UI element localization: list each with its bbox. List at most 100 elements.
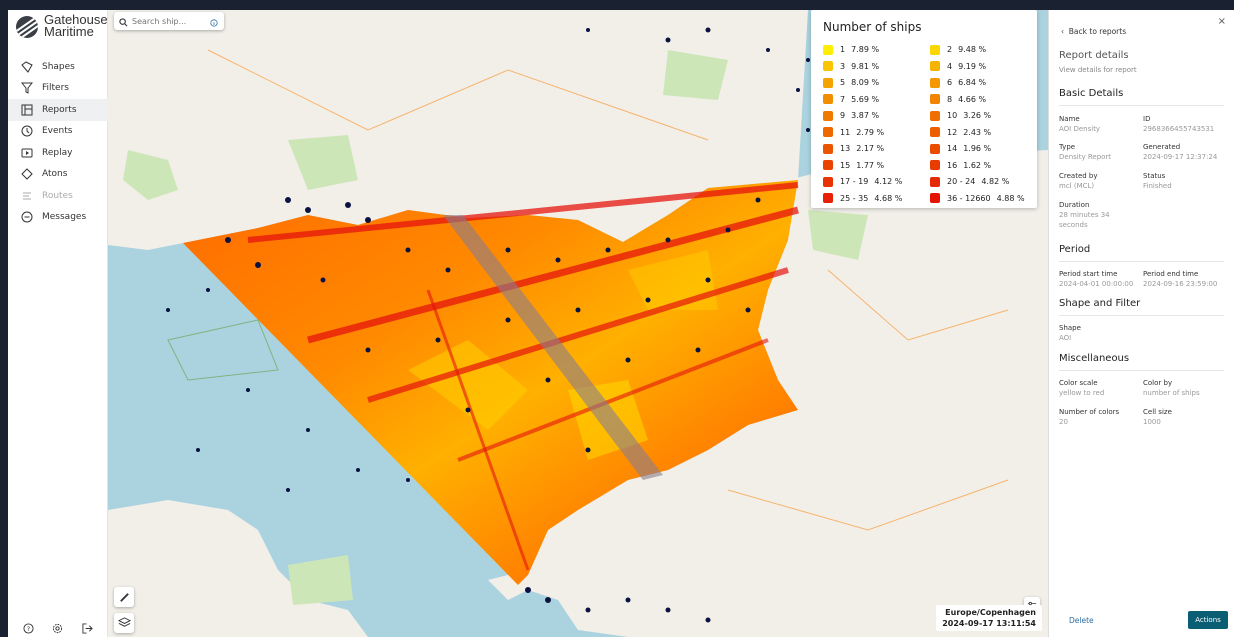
legend-range-label: 4 <box>947 61 953 71</box>
sidebar-item-label: Messages <box>42 212 87 223</box>
legend-swatch <box>930 160 940 171</box>
logout-icon[interactable] <box>80 621 94 635</box>
layers-icon <box>117 614 131 633</box>
legend-percent: 4.12 % <box>874 177 903 187</box>
legend-entry: 4 9.19 % <box>930 59 1037 75</box>
legend-range-label: 3 <box>840 61 846 71</box>
brand-line2: Maritime <box>44 24 94 39</box>
legend-swatch <box>823 61 833 72</box>
legend-percent: 4.82 % <box>981 177 1010 187</box>
back-label: Back to reports <box>1068 27 1127 36</box>
legend-range-label: 11 <box>840 127 851 137</box>
sidebar-item-filters[interactable]: Filters <box>8 78 108 100</box>
legend-swatch <box>930 193 940 204</box>
legend-entry: 17 - 19 4.12 % <box>823 174 930 190</box>
layers-button[interactable] <box>114 613 134 633</box>
legend-swatch <box>823 94 833 105</box>
sidebar-item-events[interactable]: Events <box>8 121 108 143</box>
sidebar-item-messages[interactable]: Messages <box>8 207 108 229</box>
sidebar-item-shapes[interactable]: Shapes <box>8 56 108 78</box>
actions-button[interactable]: Actions <box>1188 611 1228 629</box>
events-icon <box>20 124 34 138</box>
panel-title: Report details <box>1059 50 1129 61</box>
divider <box>1059 370 1224 371</box>
legend-swatch <box>823 160 833 171</box>
back-to-reports-link[interactable]: ‹ Back to reports <box>1061 27 1126 36</box>
chevron-left-icon: ‹ <box>1061 27 1064 36</box>
settings-icon[interactable] <box>51 621 65 635</box>
legend-entry: 10 3.26 % <box>930 108 1037 124</box>
legend-title: Number of ships <box>823 20 922 34</box>
legend-swatch <box>823 127 833 138</box>
legend-percent: 9.48 % <box>958 45 987 55</box>
sidebar-item-reports[interactable]: Reports <box>8 99 108 121</box>
legend-percent: 9.19 % <box>958 61 987 71</box>
aton-icon <box>20 167 34 181</box>
legend-swatch <box>930 110 940 121</box>
legend-range-label: 9 <box>840 111 846 121</box>
basic-details-heading: Basic Details <box>1059 88 1124 99</box>
legend-range-label: 5 <box>840 78 846 88</box>
legend-swatch <box>930 143 940 154</box>
replay-icon <box>20 146 34 160</box>
reports-icon <box>20 103 34 117</box>
map-view[interactable]: Number of ships 17.89 %29.48 %39.81 %49.… <box>108 10 1048 637</box>
legend-percent: 2.43 % <box>963 127 992 137</box>
brand-logo[interactable]: Gatehouse Maritime <box>16 12 108 44</box>
legend-range-label: 7 <box>840 94 846 104</box>
legend-swatch <box>823 176 833 187</box>
divider <box>1059 261 1224 262</box>
legend-percent: 7.89 % <box>851 45 880 55</box>
legend-entry: 11 2.79 % <box>823 125 930 141</box>
sidebar-item-replay[interactable]: Replay <box>8 142 108 164</box>
legend-percent: 2.79 % <box>856 127 885 137</box>
timezone-clock: Europe/Copenhagen 2024-09-17 13:11:54 <box>936 605 1042 631</box>
delete-button[interactable]: Delete <box>1069 616 1094 625</box>
legend-swatch <box>930 176 940 187</box>
legend-range-label: 13 <box>840 144 851 154</box>
gatehouse-logo-icon <box>16 16 38 38</box>
svg-text:?: ? <box>27 624 30 632</box>
search-input[interactable] <box>132 16 210 26</box>
ruler-icon <box>119 588 130 607</box>
misc-heading: Miscellaneous <box>1059 353 1130 364</box>
period-heading: Period <box>1059 244 1091 255</box>
help-icon[interactable]: ? <box>22 621 36 635</box>
sidebar-item-routes[interactable]: Routes <box>8 185 108 207</box>
sidebar-item-atons[interactable]: Atons <box>8 164 108 186</box>
sidebar-item-label: Filters <box>42 83 69 94</box>
measure-tool-button[interactable] <box>114 587 134 607</box>
legend-range-label: 17 - 19 <box>840 177 869 187</box>
info-icon[interactable] <box>210 12 218 31</box>
divider <box>1059 315 1224 316</box>
brand-line1: Gatehouse <box>44 12 108 27</box>
sidebar: Gatehouse Maritime Shapes Filters Report… <box>8 10 108 637</box>
legend-range-label: 2 <box>947 45 953 55</box>
routes-icon <box>20 189 34 203</box>
legend-percent: 3.26 % <box>963 111 992 121</box>
legend-range-label: 12 <box>947 127 958 137</box>
ship-search[interactable] <box>114 12 224 30</box>
close-icon[interactable]: × <box>1217 16 1226 27</box>
legend-range-label: 8 <box>947 94 953 104</box>
legend-range-label: 10 <box>947 111 958 121</box>
sidebar-item-label: Shapes <box>42 61 75 72</box>
